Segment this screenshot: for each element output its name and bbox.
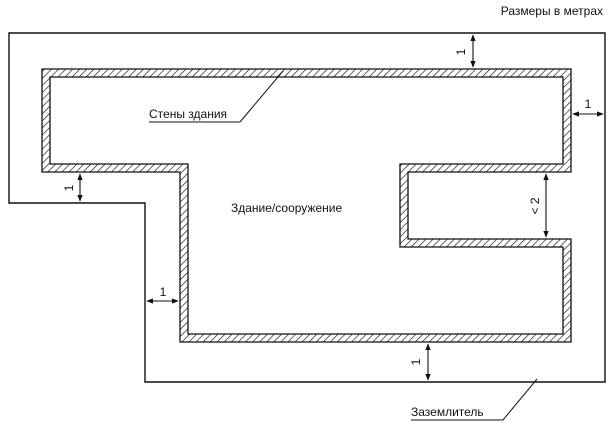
grounding-leader-slant (502, 378, 538, 421)
dimension-bottom-label: 1 (409, 358, 423, 365)
grounding-label: Заземлитель (411, 405, 484, 419)
dimension-left-label: 1 (62, 184, 76, 191)
dimension-notch-label: < 2 (528, 197, 542, 214)
building-walls (41, 68, 572, 343)
dimension-right-label: 1 (585, 97, 592, 111)
dimension-top-label: 1 (454, 48, 468, 55)
dimension-lower-left-label: 1 (160, 285, 167, 299)
walls-label: Стены здания (149, 107, 227, 121)
grounding-electrode-outline (8, 32, 606, 383)
walls-leader-slant (239, 70, 284, 123)
units-note: Размеры в метрах (501, 4, 603, 18)
building-label: Здание/сооружение (231, 201, 342, 215)
